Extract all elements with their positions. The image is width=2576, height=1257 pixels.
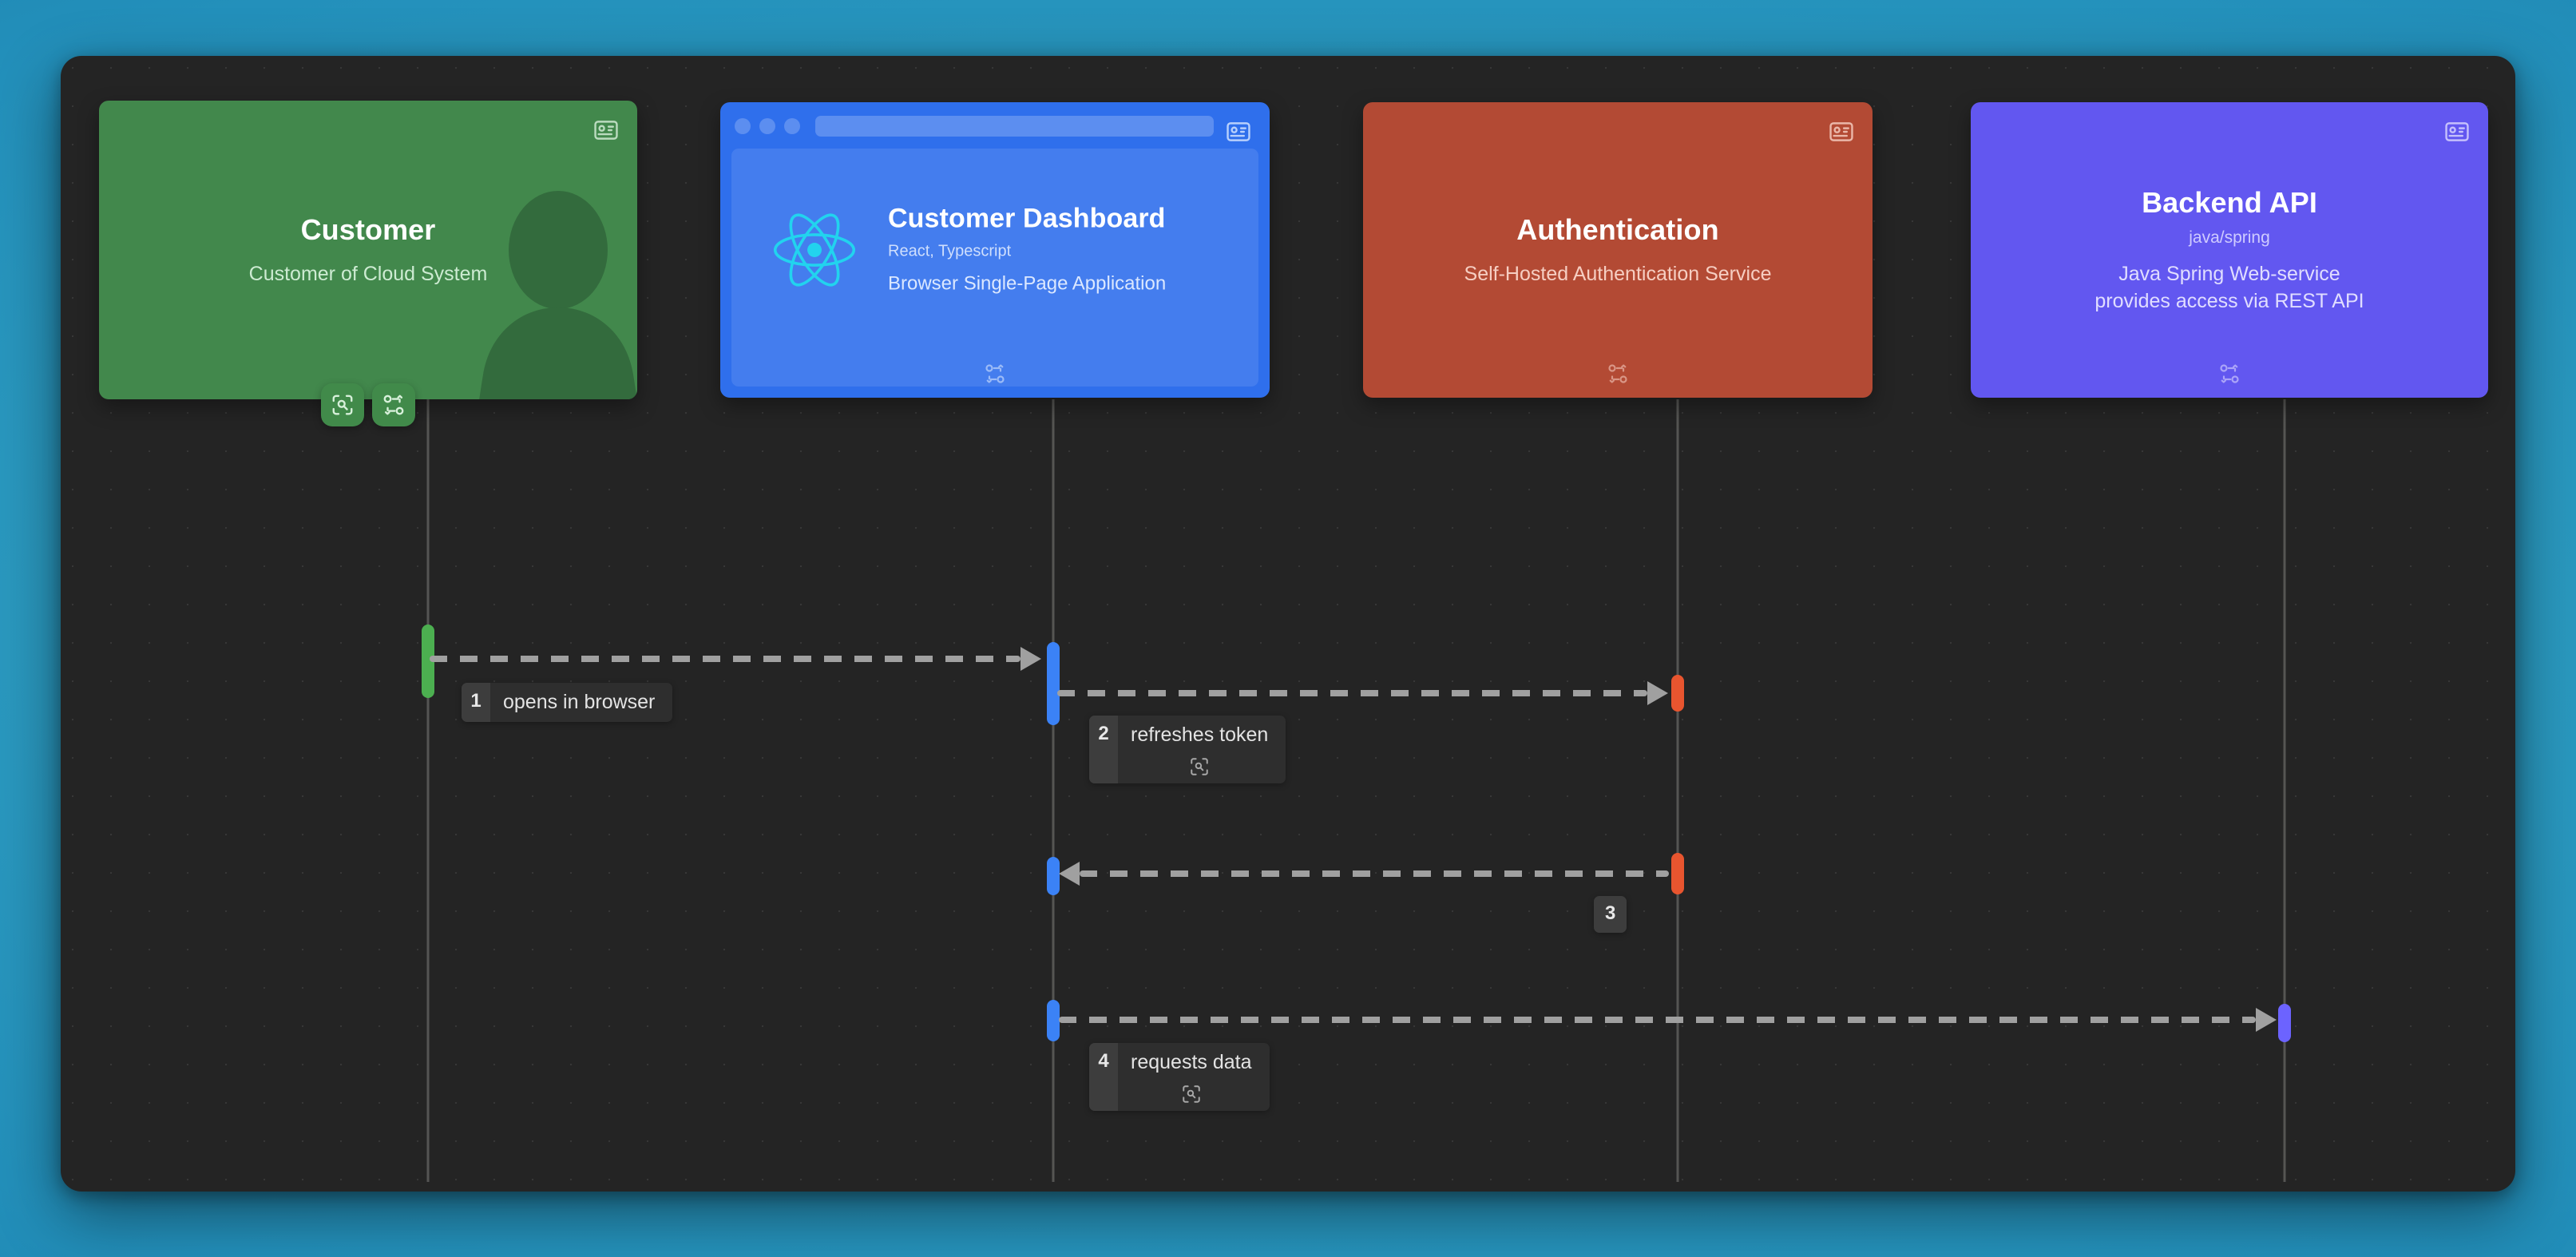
card-title: Customer Dashboard bbox=[888, 203, 1166, 234]
card-tech: java/spring bbox=[2189, 228, 2270, 247]
arrow-head-right-1 bbox=[1020, 647, 1041, 671]
browser-dot-maximize-icon[interactable] bbox=[784, 118, 800, 134]
card-tech: React, Typescript bbox=[888, 242, 1012, 260]
relations-icon[interactable] bbox=[984, 363, 1006, 385]
activation-dashboard-1 bbox=[1047, 642, 1060, 725]
scan-focus-icon bbox=[332, 395, 353, 415]
scan-focus-icon[interactable] bbox=[1181, 1084, 1202, 1104]
id-card-icon[interactable] bbox=[2443, 118, 2471, 145]
browser-chrome bbox=[720, 102, 1270, 150]
message-line-3 bbox=[1080, 870, 1669, 877]
participant-card-backend-api[interactable]: Backend API java/spring Java Spring Web-… bbox=[1971, 102, 2488, 398]
browser-viewport bbox=[731, 149, 1258, 387]
message-label-1[interactable]: 1 opens in browser bbox=[462, 683, 673, 722]
activation-authentication-1 bbox=[1671, 675, 1684, 712]
focus-button[interactable] bbox=[321, 383, 364, 426]
browser-dot-close-icon[interactable] bbox=[735, 118, 751, 134]
card-description: Self-Hosted Authentication Service bbox=[1464, 262, 1772, 285]
lifeline-backend-api bbox=[2283, 399, 2286, 1182]
activation-dashboard-2 bbox=[1047, 857, 1060, 895]
browser-card-text: Customer Dashboard React, Typescript Bro… bbox=[888, 202, 1246, 297]
participant-card-authentication[interactable]: Authentication Self-Hosted Authenticatio… bbox=[1363, 102, 1873, 398]
activation-backend-api-1 bbox=[2278, 1004, 2291, 1042]
browser-dot-minimize-icon[interactable] bbox=[759, 118, 775, 134]
message-text-4: requests data bbox=[1131, 1051, 1252, 1073]
card-description: Browser Single-Page Application bbox=[888, 272, 1167, 295]
card-action-buttons[interactable] bbox=[321, 383, 415, 426]
person-silhouette-icon bbox=[479, 191, 637, 399]
message-body-4: requests data bbox=[1118, 1043, 1270, 1111]
lifeline-customer bbox=[426, 399, 430, 1182]
diagram-canvas[interactable]: 1 opens in browser 2 refreshes token 3 bbox=[61, 56, 2515, 1192]
arrow-head-right-4 bbox=[2256, 1008, 2277, 1032]
message-arrow-2[interactable] bbox=[1057, 681, 1668, 705]
message-line-2 bbox=[1057, 690, 1647, 696]
relations-icon[interactable] bbox=[1607, 363, 1629, 385]
message-arrow-1[interactable] bbox=[430, 647, 1041, 671]
message-text-1: opens in browser bbox=[503, 691, 656, 713]
id-card-icon[interactable] bbox=[1225, 118, 1252, 145]
arrow-head-right-2 bbox=[1647, 681, 1668, 705]
participant-card-customer[interactable]: Customer Customer of Cloud System bbox=[99, 101, 637, 426]
card-description-line-1: Java Spring Web-service bbox=[2118, 262, 2340, 285]
card-title: Backend API bbox=[2142, 186, 2317, 220]
activation-authentication-2 bbox=[1671, 853, 1684, 894]
card-title: Authentication bbox=[1516, 213, 1719, 247]
lifeline-customer-dashboard bbox=[1052, 399, 1055, 1182]
lifeline-authentication bbox=[1676, 399, 1679, 1182]
message-arrow-4[interactable] bbox=[1059, 1008, 2277, 1032]
message-text-2: refreshes token bbox=[1131, 724, 1269, 746]
card-description: Java Spring Web-service provides access … bbox=[2094, 260, 2364, 315]
message-number-4: 4 bbox=[1089, 1043, 1118, 1111]
participant-card-customer-dashboard[interactable]: Customer Dashboard React, Typescript Bro… bbox=[720, 102, 1270, 398]
message-arrow-3[interactable] bbox=[1059, 862, 1669, 886]
message-number-1: 1 bbox=[462, 683, 490, 722]
message-label-4[interactable]: 4 requests data bbox=[1089, 1043, 1270, 1111]
arrow-head-left-3 bbox=[1059, 862, 1080, 886]
browser-url-bar[interactable] bbox=[815, 116, 1214, 137]
message-number-2: 2 bbox=[1089, 716, 1118, 783]
message-body-2: refreshes token bbox=[1118, 716, 1286, 783]
relations-button[interactable] bbox=[372, 383, 415, 426]
react-logo-icon bbox=[773, 213, 856, 287]
card-title: Customer bbox=[300, 213, 436, 247]
card-description-line-2: provides access via REST API bbox=[2094, 289, 2364, 312]
activation-customer-1 bbox=[422, 625, 434, 698]
message-line-1 bbox=[430, 656, 1020, 662]
message-number-3: 3 bbox=[1594, 896, 1627, 933]
activation-dashboard-3 bbox=[1047, 1000, 1060, 1041]
card-description: Customer of Cloud System bbox=[248, 262, 488, 285]
message-body-1: opens in browser bbox=[490, 683, 672, 722]
id-card-icon[interactable] bbox=[1828, 118, 1855, 145]
message-line-4 bbox=[1059, 1017, 2256, 1023]
id-card-icon[interactable] bbox=[592, 117, 620, 144]
message-label-3[interactable]: 3 bbox=[1594, 896, 1627, 933]
relations-icon[interactable] bbox=[2218, 363, 2241, 385]
scan-focus-icon[interactable] bbox=[1189, 756, 1210, 777]
message-label-2[interactable]: 2 refreshes token bbox=[1089, 716, 1286, 783]
relations-icon bbox=[383, 395, 404, 415]
